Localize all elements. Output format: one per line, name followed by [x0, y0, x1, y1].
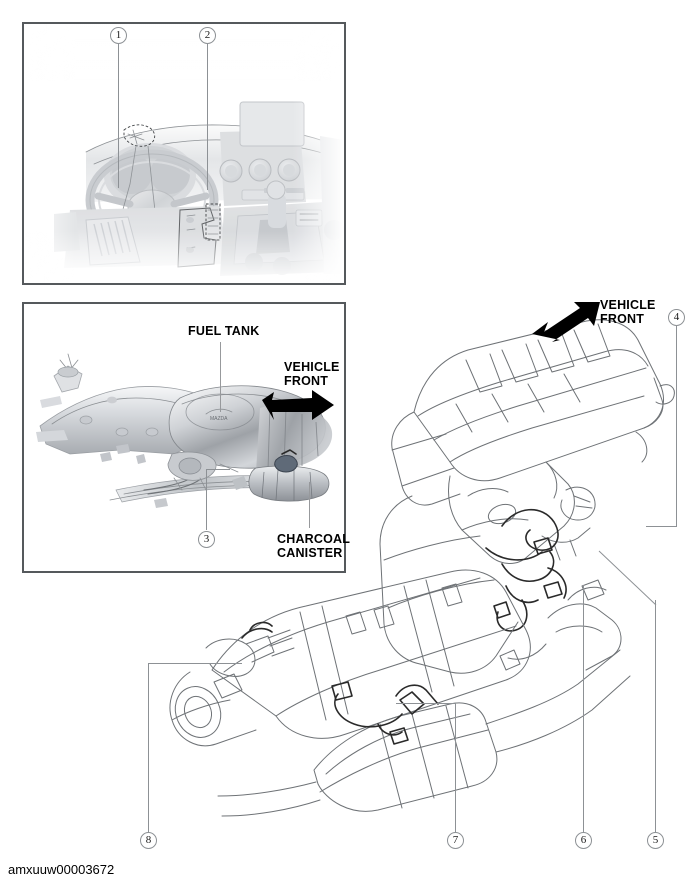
callout-5-leader	[655, 600, 656, 840]
charcoal-canister-label: CHARCOAL CANISTER	[277, 532, 351, 560]
charcoal-canister-leader	[309, 482, 310, 528]
vehicle-front-arrow-engine	[532, 302, 600, 342]
callout-6[interactable]: 6	[575, 832, 592, 849]
fuel-tank-label: FUEL TANK	[188, 324, 260, 338]
engine-drivetrain-illustration	[169, 319, 675, 817]
fuel-tank-panel: MAZDA	[22, 302, 350, 573]
callout-3-leader	[206, 469, 207, 530]
callout-4[interactable]: 4	[668, 309, 685, 326]
callout-6-leader	[583, 585, 584, 840]
dashboard-panel	[22, 22, 346, 285]
callout-8-leader	[148, 663, 149, 840]
figure-caption: amxuuw00003672	[8, 862, 115, 877]
dashboard-illustration	[24, 24, 344, 283]
callout-8-leader-horizontal	[148, 663, 242, 664]
callout-2[interactable]: 2	[199, 27, 216, 44]
callout-3-leader-horizontal	[206, 469, 230, 470]
fuel-tank-leader	[220, 342, 221, 412]
callout-8[interactable]: 8	[140, 832, 157, 849]
callout-4-leader	[676, 326, 677, 526]
vehicle-front-label-engine: VEHICLE FRONT	[600, 298, 656, 326]
svg-text:MAZDA: MAZDA	[210, 416, 228, 422]
callout-7-leader	[455, 703, 456, 840]
callout-1[interactable]: 1	[110, 27, 127, 44]
callout-3[interactable]: 3	[198, 531, 215, 548]
callout-2-leader	[207, 44, 208, 190]
vehicle-front-label-tank: VEHICLE FRONT	[284, 360, 340, 388]
vehicle-front-arrow-tank	[262, 390, 334, 420]
callout-7-leader-horizontal	[396, 703, 456, 704]
callout-7[interactable]: 7	[447, 832, 464, 849]
fuel-tank-illustration: MAZDA	[36, 353, 333, 508]
callout-5-leader-diagonal	[598, 550, 657, 606]
callout-1-leader	[118, 44, 119, 188]
callout-5[interactable]: 5	[647, 832, 664, 849]
callout-4-leader-horizontal	[646, 526, 677, 527]
